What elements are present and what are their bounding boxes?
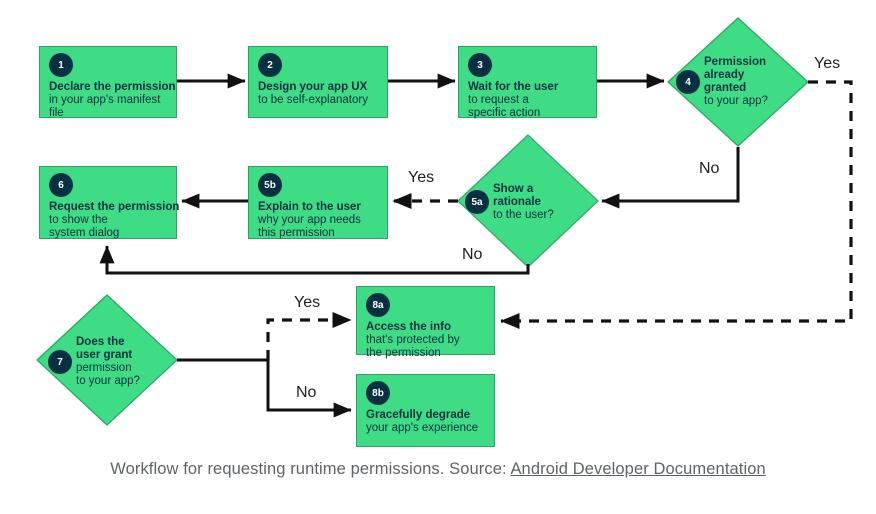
step-6-title: Request the permission [49,201,180,213]
step-6-request-permission: 6 Request the permission to show the sys… [39,166,180,239]
step-3-wait-for-user: 3 Wait for the user to request a specifi… [458,46,597,119]
step-8a-access-info: 8a Access the info that's protected by t… [356,286,495,359]
caption: Workflow for requesting runtime permissi… [0,460,876,479]
edge-label-yes-step4: Yes [814,55,841,72]
edge-label-no-step5a: No [462,246,483,263]
step-3-badge: 3 [468,53,492,77]
step-8a-title: Access the info [366,321,451,333]
step-7-subtitle: permission to your app? [76,362,140,387]
step-1-subtitle: in your app's manifest file [49,94,161,119]
step-7-user-grants: 7 Does the user grant permission to your… [48,336,140,388]
step-8a-badge: 8a [366,293,390,317]
decision-user-grants-shape [36,294,178,426]
step-8b-title: Gracefully degrade [366,409,471,421]
edge-step4-no-to-step5a [601,147,740,209]
step-5a-subtitle: to the user? [493,208,554,221]
step-2-subtitle: to be self-explanatory [258,94,368,106]
edge-step5a-no-to-step6 [99,245,530,275]
step-5b-explain-to-user: 5b Explain to the user why your app need… [248,166,388,239]
step-4-subtitle: to your app? [704,95,768,107]
decision-permission-granted-shape [667,17,809,147]
step-1-badge: 1 [49,53,73,77]
step-7-badge: 7 [48,350,72,374]
edge-label-yes-step7: Yes [294,294,321,311]
step-8a-subtitle: that's protected by the permission [366,334,460,359]
step-3-subtitle: to request a specific action [468,94,541,119]
step-5a-title: Show a rationale [493,182,541,208]
step-2-badge: 2 [258,53,282,77]
step-7-title: Does the user grant [76,336,133,361]
edge-step7-yes-to-step8a [266,312,352,360]
step-6-subtitle: to show the system dialog [49,214,120,239]
step-2-title: Design your app UX [258,81,368,93]
step-5a-badge: 5a [465,190,489,214]
edge-label-no-step7: No [296,384,317,401]
step-5a-show-rationale: 5a Show a rationale to the user? [465,181,554,223]
step-8b-gracefully-degrade: 8b Gracefully degrade your app's experie… [356,374,495,447]
step-8b-subtitle: your app's experience [366,422,479,434]
step-5b-subtitle: why your app needs this permission [258,214,361,239]
edge-label-yes-step5a: Yes [408,169,435,186]
step-5b-title: Explain to the user [258,201,361,213]
edge-step7-no-to-step8b [266,360,352,418]
step-4-permission-granted: 4 Permission already granted to your app… [676,50,768,114]
step-4-badge: 4 [676,70,700,94]
step-1-declare-permission: 1 Declare the permission in your app's m… [39,46,177,119]
step-1-title: Declare the permission [49,81,176,93]
edge-label-no-step4: No [699,160,720,177]
caption-link[interactable]: Android Developer Documentation [510,460,766,478]
step-5b-badge: 5b [258,173,282,197]
step-4-title: Permission already granted [704,56,766,94]
step-8b-badge: 8b [366,381,390,405]
edge-step4-yes-to-step8a [500,80,853,329]
step-6-badge: 6 [49,173,73,197]
caption-text: Workflow for requesting runtime permissi… [110,460,511,478]
step-2-design-ux: 2 Design your app UX to be self-explanat… [248,46,388,118]
step-3-title: Wait for the user [468,81,559,93]
